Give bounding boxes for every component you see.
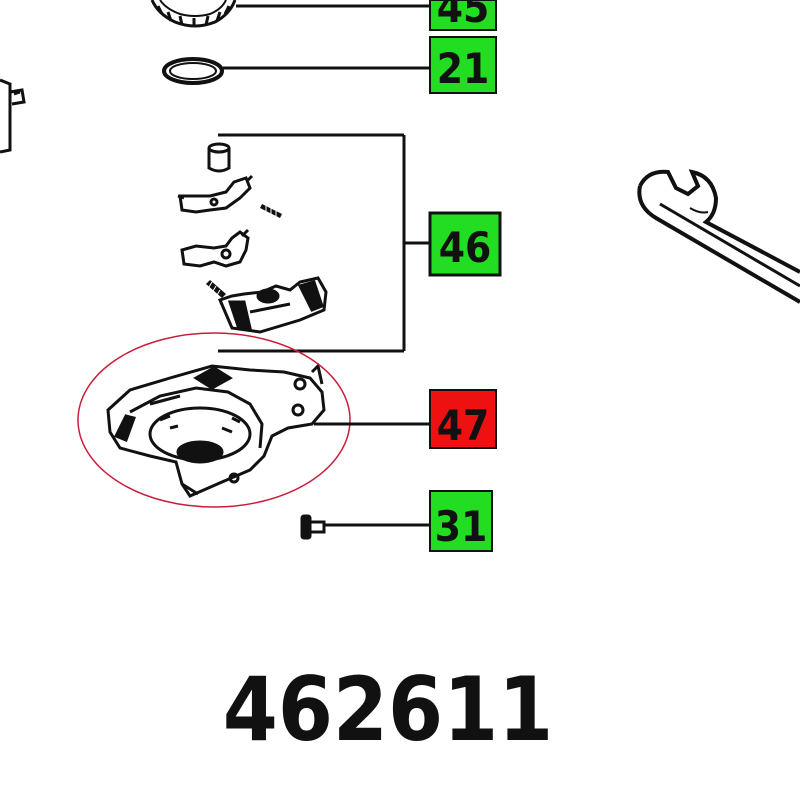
spring-part-lower — [206, 280, 226, 298]
housing-part — [217, 276, 328, 334]
callout-47-box — [429, 389, 497, 449]
spring-part-upper — [260, 203, 282, 218]
callout-45[interactable]: 45 — [429, 0, 497, 32]
callout-31[interactable]: 31 — [429, 490, 493, 552]
highlight-ring — [77, 332, 351, 508]
callout-46-box — [428, 211, 502, 277]
callout-21-label: 21 — [437, 44, 490, 93]
group-bracket-46 — [218, 133, 432, 353]
callout-21[interactable]: 21 — [429, 36, 497, 94]
partial-bracket-left — [0, 78, 26, 154]
sleeve-part — [207, 142, 231, 173]
callout-46[interactable]: 46 — [428, 211, 502, 277]
callout-47[interactable]: 47 — [429, 389, 497, 450]
callout-45-box — [429, 0, 497, 31]
callout-31-box — [429, 490, 493, 552]
callout-46-label: 46 — [439, 223, 492, 272]
callout-47-label: 47 — [437, 401, 490, 450]
callout-45-label: 45 — [437, 0, 490, 32]
wrench-part — [637, 169, 800, 304]
base-plate-part-47 — [106, 363, 326, 498]
gear-part-45 — [150, 0, 237, 28]
callout-31-label: 31 — [435, 502, 488, 551]
lever-part-upper — [177, 174, 254, 214]
lever-part-lower — [180, 228, 250, 268]
o-ring-part-21 — [162, 57, 224, 85]
screw-part-31 — [300, 514, 326, 540]
part-number: 462611 — [223, 658, 554, 761]
callout-21-box — [429, 36, 497, 94]
